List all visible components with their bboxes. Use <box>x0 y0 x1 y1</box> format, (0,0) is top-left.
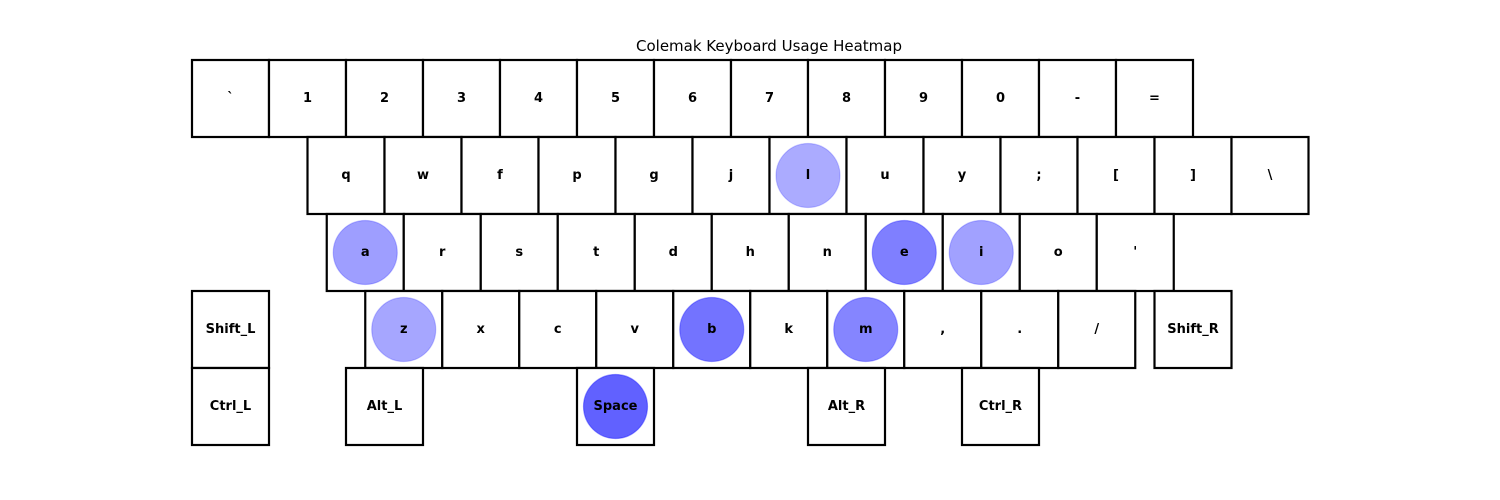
usage-marker-i <box>948 219 1014 286</box>
key-label-shift_l: Shift_L <box>206 322 256 337</box>
key-label-ctrl_l: Ctrl_L <box>210 399 251 414</box>
key-semicolon <box>999 135 1079 216</box>
usage-marker-a <box>332 219 398 286</box>
key-label-t: t <box>593 245 599 260</box>
key-label-backslash: \ <box>1268 168 1273 183</box>
key-slash <box>1057 289 1137 370</box>
key-equals <box>1114 58 1195 139</box>
key-ctrl_l <box>190 366 271 447</box>
usage-marker-e <box>871 219 937 286</box>
key-alt_r <box>806 366 887 447</box>
key-label-lbracket: [ <box>1113 168 1119 183</box>
usage-marker-m <box>833 296 899 363</box>
key-label-quote: ' <box>1133 245 1137 260</box>
key-k <box>749 289 829 370</box>
key-label-shift_r: Shift_R <box>1167 322 1218 337</box>
key-n <box>787 212 867 293</box>
key-6 <box>652 58 733 139</box>
key-label-3: 3 <box>457 91 466 106</box>
key-label-b: b <box>707 322 716 337</box>
key-label-4: 4 <box>534 91 543 106</box>
key-period <box>980 289 1060 370</box>
key-0 <box>960 58 1041 139</box>
key-quote <box>1095 212 1175 293</box>
key-q <box>306 135 386 216</box>
key-label-h: h <box>746 245 755 260</box>
key-a <box>325 212 405 293</box>
key-label-n: n <box>823 245 832 260</box>
key-label-9: 9 <box>919 91 928 106</box>
key-label-i: i <box>979 245 983 260</box>
key-label-c: c <box>554 322 562 337</box>
key-ctrl_r <box>960 366 1041 447</box>
key-5 <box>575 58 656 139</box>
key-label-y: y <box>958 168 967 183</box>
key-label-8: 8 <box>842 91 851 106</box>
key-label-alt_l: Alt_L <box>367 399 403 414</box>
key-label-equals: = <box>1149 91 1160 106</box>
key-label-0: 0 <box>996 91 1005 106</box>
key-label-u: u <box>880 168 889 183</box>
key-8 <box>806 58 887 139</box>
key-y <box>922 135 1002 216</box>
key-label-z: z <box>400 322 408 337</box>
key-label-x: x <box>477 322 486 337</box>
key-7 <box>729 58 810 139</box>
usage-marker-b <box>679 296 745 363</box>
key-label-6: 6 <box>688 91 697 106</box>
key-label-v: v <box>631 322 640 337</box>
key-label-semicolon: ; <box>1036 168 1041 183</box>
key-label-d: d <box>669 245 678 260</box>
key-label-p: p <box>572 168 581 183</box>
key-label-period: . <box>1017 322 1022 337</box>
key-label-j: j <box>728 168 733 183</box>
key-r <box>402 212 482 293</box>
chart-title: Colemak Keyboard Usage Heatmap <box>636 37 902 55</box>
key-label-g: g <box>649 168 658 183</box>
usage-marker-l <box>775 142 841 209</box>
key-shift_l <box>190 289 271 370</box>
key-label-f: f <box>497 168 503 183</box>
key-label-k: k <box>784 322 793 337</box>
key-label-alt_r: Alt_R <box>828 399 865 414</box>
key-comma <box>903 289 983 370</box>
key-j <box>691 135 771 216</box>
key-label-ctrl_r: Ctrl_R <box>979 399 1022 414</box>
key-label-slash: / <box>1094 322 1099 337</box>
key-rbracket <box>1153 135 1233 216</box>
usage-marker-z <box>371 296 437 363</box>
usage-marker-space <box>582 373 649 440</box>
key-g <box>614 135 694 216</box>
key-label-backtick: ` <box>227 91 234 106</box>
key-z <box>364 289 444 370</box>
key-label-space: Space <box>594 399 638 414</box>
key-label-7: 7 <box>765 91 774 106</box>
key-label-r: r <box>439 245 446 260</box>
key-w <box>383 135 463 216</box>
key-shift_r <box>1153 289 1233 370</box>
key-label-q: q <box>341 168 350 183</box>
key-label-2: 2 <box>380 91 389 106</box>
key-c <box>518 289 598 370</box>
key-label-a: a <box>361 245 370 260</box>
key-label-s: s <box>515 245 523 260</box>
key-label-l: l <box>806 168 810 183</box>
key-label-m: m <box>859 322 873 337</box>
key-label-rbracket: ] <box>1190 168 1196 183</box>
key-label-5: 5 <box>611 91 620 106</box>
key-x <box>441 289 521 370</box>
key-label-w: w <box>417 168 429 183</box>
key-backslash <box>1230 135 1310 216</box>
key-v <box>595 289 675 370</box>
key-label-minus: - <box>1075 91 1080 106</box>
key-label-o: o <box>1054 245 1063 260</box>
key-label-1: 1 <box>303 91 312 106</box>
key-o <box>1018 212 1098 293</box>
key-alt_l <box>344 366 425 447</box>
key-label-comma: , <box>940 322 945 337</box>
key-label-e: e <box>900 245 909 260</box>
